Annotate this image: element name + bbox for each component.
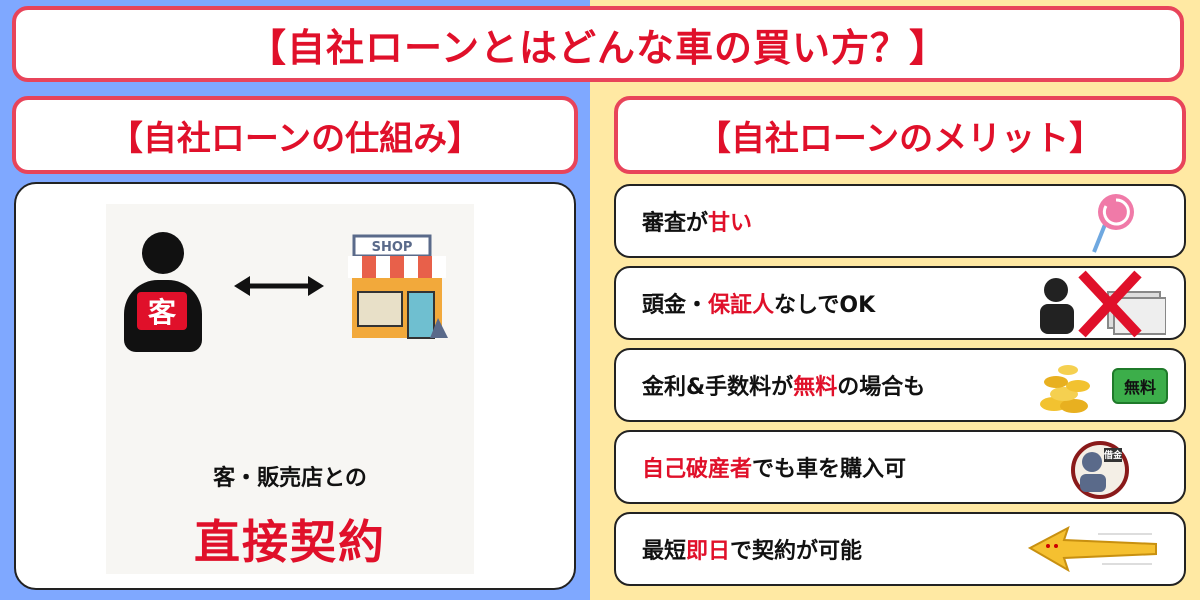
merit-text: 審査が甘い <box>642 211 753 236</box>
speed-arrow-icon <box>1028 526 1157 572</box>
no-cash-icon <box>1040 270 1166 338</box>
debt-label: 借金 <box>1104 451 1123 461</box>
merit-text: 金利&手数料が無料の場合も <box>642 375 926 400</box>
merit-text: 自己破産者でも車を購入可 <box>642 457 907 482</box>
page-title: 【自社ローンとはどんな車の買い方？】 <box>12 6 1184 82</box>
mechanism-heading: 【自社ローンの仕組み】 <box>12 96 578 174</box>
shop-icon <box>348 234 448 339</box>
mechanism-panel: 客 SHOP 客・販売店との 直接契約 <box>14 182 576 590</box>
merit-text: 最短即日で契約が可能 <box>642 539 863 564</box>
customer-head-icon <box>142 232 184 274</box>
merit-item: 頭金・保証人なしでOK <box>614 266 1186 340</box>
double-arrow-icon <box>234 276 324 296</box>
debtor-icon <box>1071 441 1129 499</box>
merit-item: 金利&手数料が無料の場合も 無料 <box>614 348 1186 422</box>
shop-sign: SHOP <box>371 240 413 255</box>
customer-badge: 客 <box>137 292 187 330</box>
lollipop-icon <box>1092 194 1134 253</box>
merits-heading: 【自社ローンのメリット】 <box>614 96 1186 174</box>
contract-caption: 客・販売店との <box>213 466 367 491</box>
merit-item: 最短即日で契約が可能 <box>614 512 1186 586</box>
coins-icon <box>1040 365 1090 413</box>
free-badge: 無料 <box>1112 368 1168 404</box>
merit-text: 頭金・保証人なしでOK <box>642 293 876 318</box>
merit-item: 審査が甘い <box>614 184 1186 258</box>
direct-contract-text: 直接契約 <box>194 515 386 569</box>
merit-item: 自己破産者でも車を購入可 借金 <box>614 430 1186 504</box>
mechanism-illustration: 客 SHOP 客・販売店との 直接契約 <box>106 204 474 574</box>
